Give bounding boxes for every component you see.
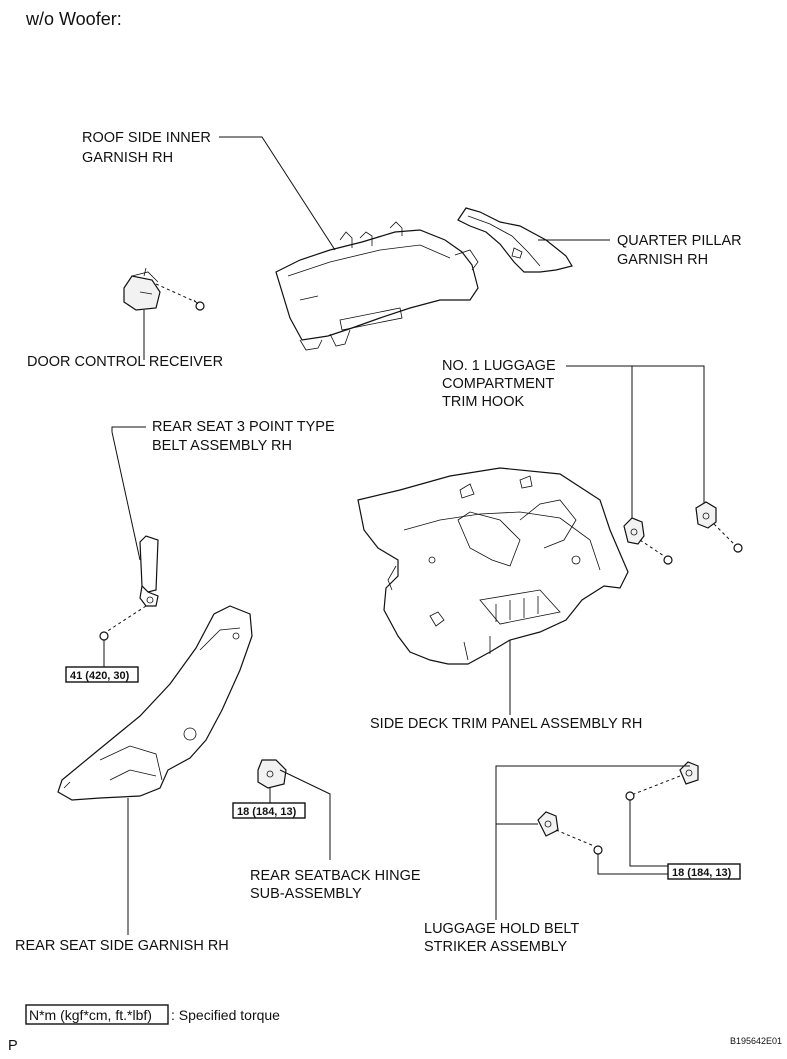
torque-belt: 41 (420, 30) xyxy=(65,666,139,683)
luggage-hold-belt-striker-label-1: LUGGAGE HOLD BELT xyxy=(424,921,579,937)
luggage-trim-hook-label-3: TRIM HOOK xyxy=(442,394,524,410)
rear-seat-belt-part xyxy=(139,535,159,607)
page-letter: P xyxy=(8,1038,18,1054)
torque-hinge: 18 (184, 13) xyxy=(232,802,306,819)
quarter-pillar-garnish-part xyxy=(457,207,573,273)
rear-seat-side-garnish-label: REAR SEAT SIDE GARNISH RH xyxy=(15,938,229,954)
side-deck-trim-panel-part xyxy=(357,467,629,665)
quarter-pillar-garnish-label-1: QUARTER PILLAR xyxy=(617,233,742,249)
trim-hook-left-screw xyxy=(663,555,673,565)
rear-seatback-hinge-label-2: SUB-ASSEMBLY xyxy=(250,886,362,902)
torque-striker: 18 (184, 13) xyxy=(667,863,741,880)
door-control-receiver-part xyxy=(123,267,161,311)
luggage-hold-belt-striker-label-2: STRIKER ASSEMBLY xyxy=(424,939,567,955)
luggage-trim-hook-label-2: COMPARTMENT xyxy=(442,376,554,392)
door-receiver-screw xyxy=(193,299,205,311)
legend-description: : Specified torque xyxy=(171,1007,280,1023)
roof-side-inner-garnish-label-1: ROOF SIDE INNER xyxy=(82,130,211,146)
rear-seat-belt-label-1: REAR SEAT 3 POINT TYPE xyxy=(152,419,335,435)
side-deck-trim-panel-label: SIDE DECK TRIM PANEL ASSEMBLY RH xyxy=(370,716,642,732)
variant-title: w/o Woofer: xyxy=(25,9,122,29)
striker-lower xyxy=(537,811,559,837)
trim-hook-right xyxy=(695,501,717,529)
striker-upper-bolt xyxy=(625,791,635,801)
figure-id: B195642E01 xyxy=(730,1036,782,1046)
striker-upper xyxy=(679,761,699,785)
luggage-trim-hook-label-1: NO. 1 LUGGAGE xyxy=(442,358,556,374)
torque-hinge-value: 18 (184, 13) xyxy=(237,806,297,818)
belt-bolt xyxy=(99,631,109,641)
rear-seat-belt-label-2: BELT ASSEMBLY RH xyxy=(152,438,292,454)
trim-hook-right-screw xyxy=(733,543,743,553)
rear-seatback-hinge-label-1: REAR SEATBACK HINGE xyxy=(250,868,421,884)
torque-belt-value: 41 (420, 30) xyxy=(70,670,130,682)
door-control-receiver-label: DOOR CONTROL RECEIVER xyxy=(27,354,223,370)
legend-unit: N*m (kgf*cm, ft.*lbf) xyxy=(29,1007,152,1023)
rear-seat-side-garnish-part xyxy=(57,605,253,801)
torque-legend: N*m (kgf*cm, ft.*lbf) : Specified torque xyxy=(25,1004,280,1025)
trim-hook-left xyxy=(623,517,645,545)
roof-side-inner-garnish-label-2: GARNISH RH xyxy=(82,150,173,166)
roof-side-inner-garnish-part xyxy=(275,221,479,351)
torque-striker-value: 18 (184, 13) xyxy=(672,867,732,879)
quarter-pillar-garnish-label-2: GARNISH RH xyxy=(617,252,708,268)
rear-seatback-hinge-part xyxy=(257,759,287,789)
striker-lower-bolt xyxy=(593,845,603,855)
